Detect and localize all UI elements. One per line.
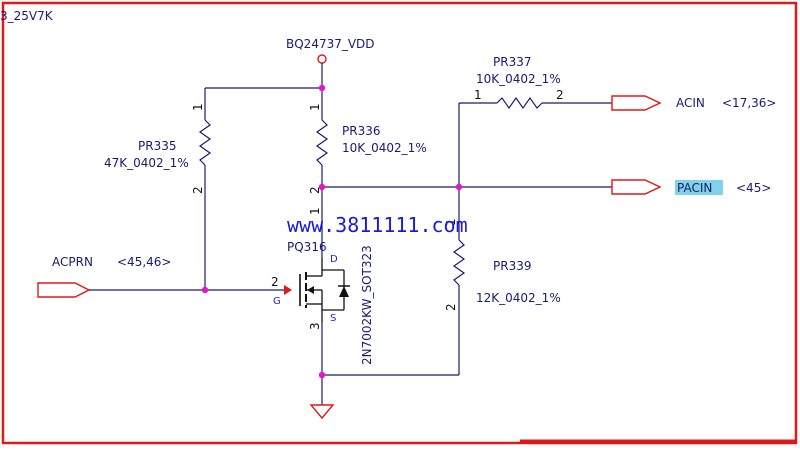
supply-port-icon bbox=[317, 54, 327, 64]
pr337-ref: PR337 bbox=[493, 55, 531, 69]
pr336-ref: PR336 bbox=[342, 124, 380, 138]
acin-refs: <17,36> bbox=[722, 96, 776, 110]
pq316-source-letter: S bbox=[330, 313, 336, 324]
junction-dot bbox=[318, 183, 326, 191]
pq316-part: 2N7002KW_SOT323 bbox=[360, 245, 374, 365]
pq316-drain-pin: 1 bbox=[308, 207, 322, 215]
pq316-gate-letter: G bbox=[273, 296, 281, 307]
pr339-value: 12K_0402_1% bbox=[476, 291, 561, 305]
pr339-resistor-icon bbox=[452, 239, 466, 286]
pr336-resistor-icon bbox=[315, 119, 329, 166]
pq316-ref: PQ316 bbox=[287, 240, 327, 254]
pacin-connector-icon bbox=[611, 179, 662, 195]
pr337-pin1: 1 bbox=[474, 88, 482, 102]
sheet-ref-label: 3_25V7K bbox=[0, 9, 54, 23]
junction-dot bbox=[455, 183, 463, 191]
acprn-connector-icon bbox=[37, 282, 91, 298]
pacin-highlight bbox=[675, 180, 723, 195]
acin-net-name: ACIN bbox=[676, 96, 705, 110]
acin-connector-icon bbox=[611, 95, 662, 111]
pr335-resistor-icon bbox=[198, 119, 212, 166]
pr336-pin2: 2 bbox=[308, 186, 322, 194]
pacin-net-name: PACIN bbox=[677, 181, 712, 195]
ground-icon bbox=[309, 404, 335, 420]
pr335-value: 47K_0402_1% bbox=[104, 156, 189, 170]
pr339-pin1: 1 bbox=[444, 218, 458, 226]
pq316-source-pin: 3 bbox=[308, 322, 322, 330]
pr337-resistor-icon bbox=[496, 96, 543, 110]
pacin-refs: <45> bbox=[736, 181, 771, 195]
pr339-ref: PR339 bbox=[493, 259, 531, 273]
supply-label: BQ24737_VDD bbox=[286, 37, 375, 51]
pq316-drain-letter: D bbox=[330, 254, 338, 265]
pq316-gate-pin: 2 bbox=[271, 275, 279, 289]
pr339-pin2: 2 bbox=[444, 303, 458, 311]
acprn-net-name: ACPRN bbox=[52, 255, 93, 269]
mosfet-icon bbox=[299, 258, 350, 322]
sheet-border bbox=[1, 1, 798, 445]
gate-arrow-icon bbox=[284, 285, 292, 295]
acprn-refs: <45,46> bbox=[117, 255, 171, 269]
junction-dot bbox=[318, 84, 326, 92]
pr337-value: 10K_0402_1% bbox=[476, 72, 561, 86]
pr336-value: 10K_0402_1% bbox=[342, 141, 427, 155]
pr335-pin2: 2 bbox=[191, 186, 205, 194]
pr335-pin1: 1 bbox=[191, 103, 205, 111]
watermark: www.3811111.com bbox=[287, 213, 468, 237]
pr336-pin1: 1 bbox=[308, 103, 322, 111]
junction-dot bbox=[318, 371, 326, 379]
junction-dot bbox=[201, 286, 209, 294]
pr335-ref: PR335 bbox=[138, 139, 176, 153]
pr337-pin2: 2 bbox=[556, 88, 564, 102]
